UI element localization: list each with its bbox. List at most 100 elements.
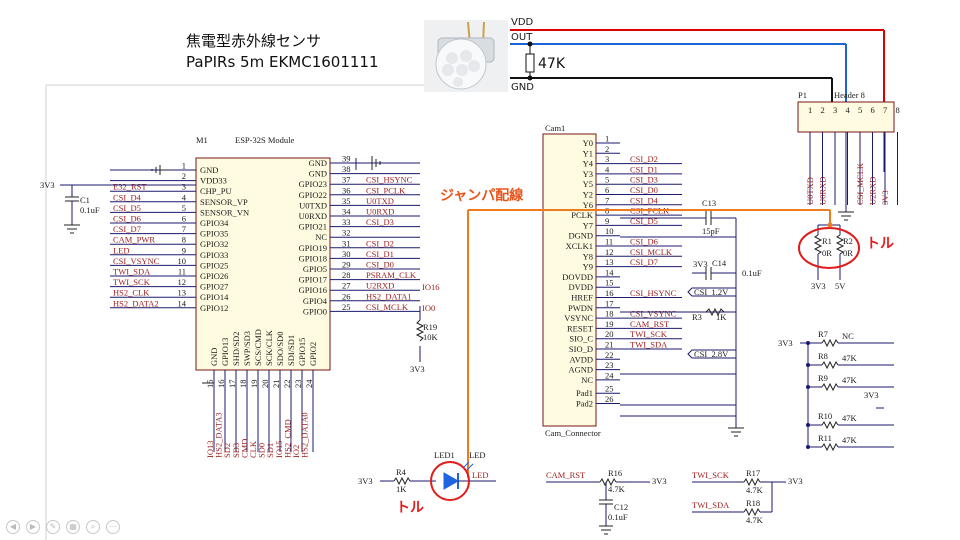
cam-rst-net: CAM_RST [546, 470, 586, 480]
p1-pin-number: 2 [821, 105, 825, 115]
cam-pin-name: Y0 [583, 138, 593, 148]
pullup-junction [806, 385, 810, 389]
cam-net-label: CSI_D7 [630, 257, 658, 267]
cam-pin-number: 2 [605, 144, 609, 154]
twi-sda-net: TWI_SDA [692, 500, 730, 510]
m1-left-pin-number: 1 [182, 161, 186, 171]
more-icon[interactable]: ⋯ [106, 520, 120, 534]
m1-left-pin-number: 9 [182, 245, 186, 255]
cam-net-label: CSI_D1 [630, 164, 658, 174]
m1-right-pin-number: 34 [342, 207, 351, 217]
p1-net-label: U2RXD [868, 177, 878, 205]
m1-left-pin-number: 8 [182, 235, 186, 245]
p1-pin-number: 7 [883, 105, 887, 115]
m1-bottom-net-label: HS2_DATA0 [300, 412, 310, 458]
m1-bottom-net-label: SD2 [222, 443, 232, 458]
m1-right-pin-number: 32 [342, 228, 351, 238]
m1-bottom-net-label: IO15 [274, 441, 284, 458]
csi-rail-tags [687, 287, 737, 359]
m1-left-pin-number: 2 [182, 171, 186, 181]
m1-bottom-net-label: SD1 [265, 443, 275, 458]
cam-pin-number: 22 [605, 350, 614, 360]
twi-pullups [692, 477, 786, 517]
r17-ref: R17 [746, 468, 760, 478]
r1-3v3: 3V3 [811, 281, 826, 291]
m1-right-net-label: PSRAM_CLK [366, 270, 417, 280]
next-icon[interactable]: ▶ [26, 520, 40, 534]
cam-pin-number: 5 [605, 175, 609, 185]
slide-toolbar: ◀ ▶ ✎ ▦ ⌕ ⋯ [6, 520, 120, 536]
cam-pin-name: DGND [568, 231, 593, 241]
m1-right-pin-name: GND [309, 169, 327, 179]
m1-right-pin-name: U0TXD [299, 200, 327, 210]
resistor-47k-label: 47K [538, 56, 566, 72]
p1-pin-number: 6 [871, 105, 875, 115]
m1-right-pin-name: GPIO19 [299, 243, 327, 253]
resistor-47k [525, 53, 535, 73]
m1-bottom-net-label: SD3 [231, 443, 241, 458]
zoom-icon[interactable]: ⌕ [86, 520, 100, 534]
cam-pin-name: SIO_C [569, 334, 593, 344]
r17-3v3: 3V3 [788, 476, 803, 486]
m1-left-pin-number: 6 [182, 214, 186, 224]
capacitor-c14 [692, 267, 736, 280]
cam-pin-name: Y1 [583, 148, 593, 158]
pullup-junction [806, 341, 810, 345]
cam-pin-number: 14 [605, 267, 614, 277]
slides-icon[interactable]: ▦ [66, 520, 80, 534]
cam-pin-number: 24 [605, 370, 614, 380]
r17-value: 4.7K [746, 485, 764, 495]
r18-ref: R18 [746, 498, 760, 508]
m1-bottom-pin-name: GPIO15 [297, 338, 307, 366]
m1-ref: M1 [196, 135, 208, 145]
cam-pin-name: Y4 [583, 159, 594, 169]
c13-value: 15pF [702, 226, 720, 236]
m1-right-pin-number: 36 [342, 185, 351, 195]
m1-right-net-label: CSI_HSYNC [366, 175, 413, 185]
led-circuit [380, 461, 496, 501]
capacitor-c1 [60, 184, 196, 234]
m1-bottom-pin-name: SWP/SD3 [242, 331, 252, 366]
m1-left-pin-number: 7 [182, 224, 186, 234]
m1-bottom-pin-number: 20 [260, 380, 270, 389]
jumper-wire [467, 209, 833, 478]
m1-bottom-pin-number: 16 [216, 380, 226, 389]
pen-icon[interactable]: ✎ [46, 520, 60, 534]
csi-1v2-label: CSI_1.2V [694, 287, 729, 297]
prev-icon[interactable]: ◀ [6, 520, 20, 534]
m1-left-pin-number: 10 [178, 256, 187, 266]
p1-net-label: U0RXD [818, 177, 828, 205]
jumper-note: ジャンパ配線 [440, 187, 523, 204]
cam-pin-name: AGND [568, 365, 593, 375]
cam-pin-name: Y3 [583, 169, 593, 179]
cam-pin-name: DOVDD [562, 272, 593, 282]
m1-bottom-pin-name: SHD/SD2 [231, 332, 241, 366]
cam-pin-number: 6 [605, 185, 609, 195]
cam-pin-number: 23 [605, 360, 614, 370]
cam-pin-number: 13 [605, 257, 614, 267]
pullup-3v3: 3V3 [778, 338, 793, 348]
m1-left-pin-number: 11 [178, 267, 186, 277]
m1-right-pin-number: 28 [342, 270, 351, 280]
cam-pin-name: PCLK [571, 210, 594, 220]
m1-right-pin-number: 37 [342, 175, 351, 185]
m1-left-pin-number: 14 [178, 298, 187, 308]
m1-right-pin-name: GPIO18 [299, 253, 327, 263]
m1-left-net-label: CSI_VSYNC [113, 256, 160, 266]
m1-right-pin-name: GPIO5 [303, 264, 327, 274]
pullup-ref: R10 [818, 411, 832, 421]
cam-pin-number: 20 [605, 329, 614, 339]
cam-pin-number: 19 [605, 319, 614, 329]
p1-pin-number: 1 [808, 105, 812, 115]
m1-bottom-pin-name: SDI/SD1 [286, 335, 296, 366]
r4-ref: R4 [396, 467, 407, 477]
c14-3v3: 3V3 [693, 259, 708, 269]
cam-name: Cam_Connector [545, 428, 601, 438]
m1-right-net-label: U0TXD [366, 196, 394, 206]
cam-pin-name: NC [581, 375, 593, 385]
c14-value: 0.1uF [742, 268, 762, 278]
cam-pin-name: DVDD [568, 282, 593, 292]
m1-right-pin-number: 31 [342, 238, 351, 248]
